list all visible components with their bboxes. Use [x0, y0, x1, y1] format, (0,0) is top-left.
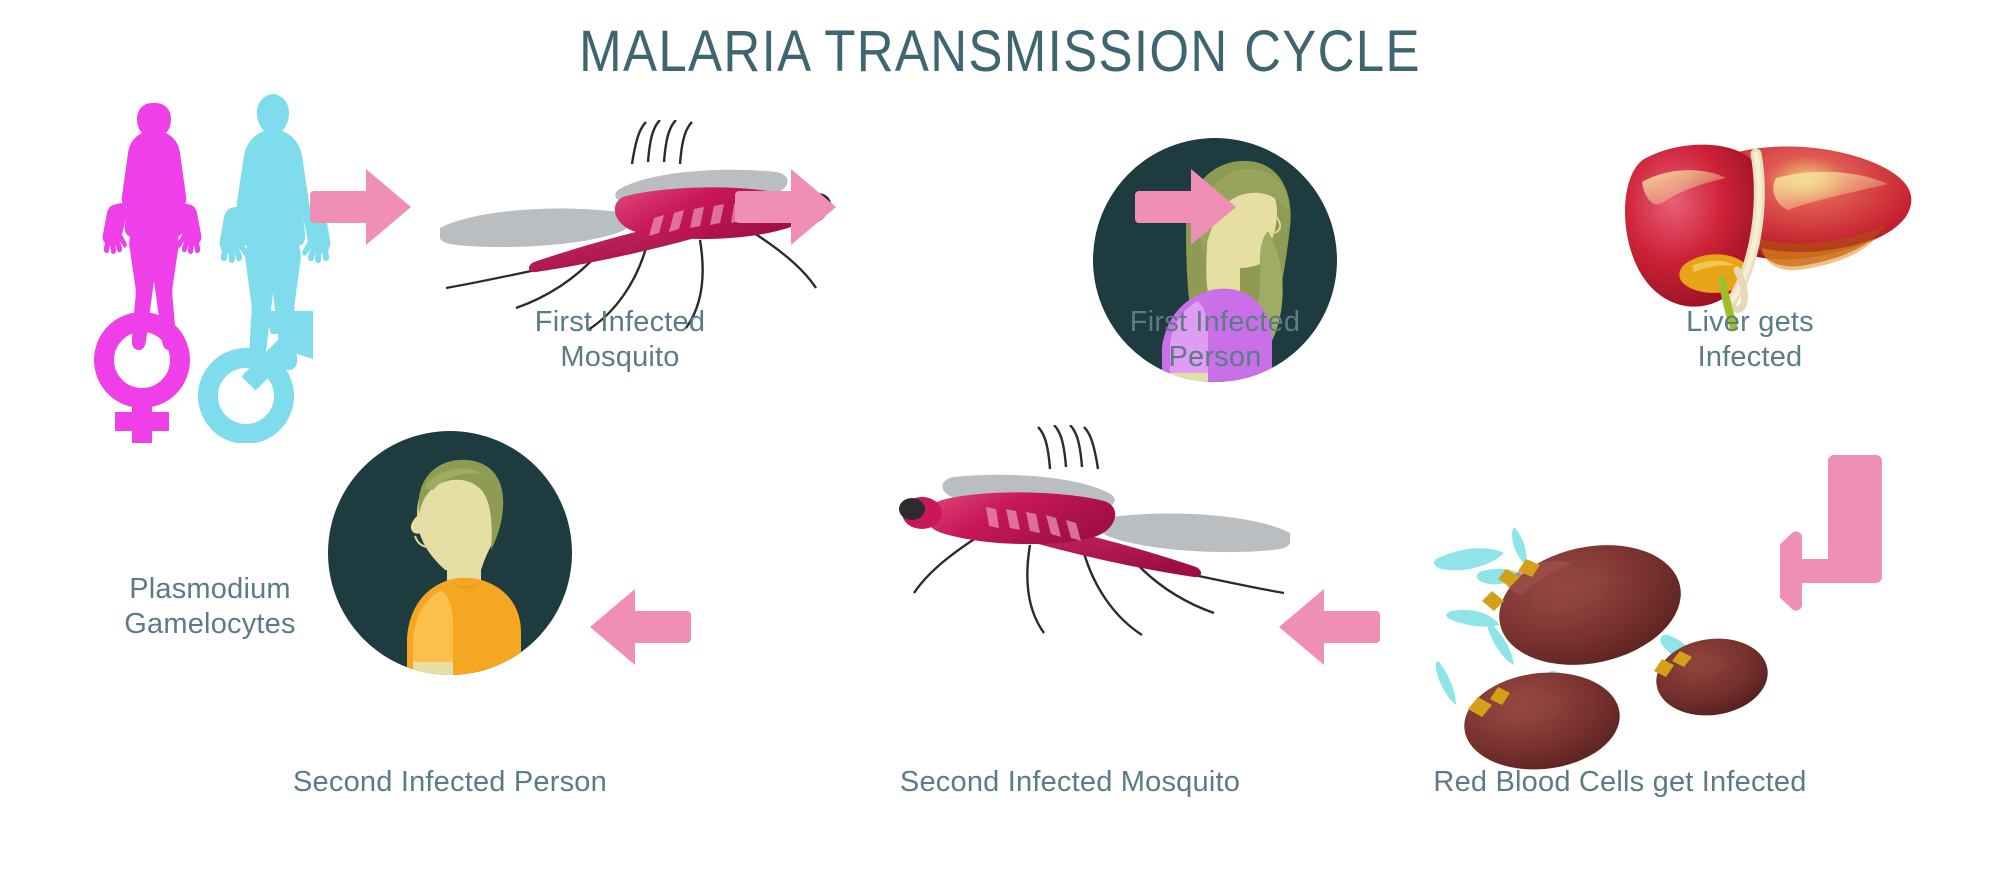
liver-right-lobe	[1721, 146, 1912, 260]
man-profile-avatar	[325, 428, 575, 678]
elbow-arrow-shape	[1754, 455, 1882, 611]
man-sleeve-highlight	[413, 590, 453, 664]
arrow-right-3	[1135, 165, 1240, 250]
caption-red-blood-cells-get-infected: Red Blood Cells get Infected	[1433, 766, 1807, 798]
mosquito-icon-second	[870, 424, 1292, 645]
page-title: MALARIA TRANSMISSION CYCLE	[579, 19, 1421, 84]
arrow-right-1	[310, 165, 415, 250]
red-blood-cell-1	[1482, 545, 1681, 665]
liver-icon	[1580, 120, 1920, 332]
liver-highlight-left	[1642, 170, 1726, 205]
mosquito-proboscis-2	[1193, 573, 1285, 595]
red-blood-cell-2	[1654, 638, 1768, 716]
woman-sleeve-highlight	[1170, 301, 1208, 375]
mosquito-proboscis	[445, 268, 537, 290]
liver-highlight-right	[1773, 171, 1888, 210]
cystic-duct	[1728, 266, 1748, 313]
man-face	[417, 467, 500, 570]
man-hair-highlight	[425, 468, 483, 490]
male-symbol-icon	[198, 311, 313, 444]
arrow-left-6	[586, 585, 691, 670]
rupture-spots-1	[1482, 559, 1540, 611]
arrow-down-then-left-4	[1754, 455, 1960, 635]
mosquito-stripes-2	[986, 507, 1081, 541]
caption-first-infected-mosquito: First Infected Mosquito	[534, 306, 706, 374]
caption-second-infected-person: Second Infected Person	[293, 766, 607, 798]
caption-liver-gets-infected: Liver gets Infected	[1686, 306, 1814, 374]
hepatic-vessel	[1718, 276, 1738, 332]
mosquito-thorax-2	[925, 492, 1116, 545]
red-blood-cell-3	[1464, 672, 1620, 770]
woman-hair-strand	[1242, 231, 1283, 355]
man-arm	[413, 662, 453, 675]
arrow-left-5	[1275, 585, 1380, 670]
woman-hair-front	[1199, 168, 1289, 255]
gender-symbols-group	[86, 308, 336, 444]
caption-plasmodium-gamelocytes: Plasmodium Gamelocytes	[124, 573, 296, 641]
female-silhouette-icon	[102, 103, 202, 350]
red-blood-cells-icon	[1430, 525, 1800, 775]
human-silhouettes-gender-symbols	[95, 82, 365, 402]
rupture-spots-3	[1468, 687, 1510, 717]
female-symbol-icon	[94, 312, 190, 443]
mosquito-eye-2	[899, 498, 925, 520]
rupture-spots-2	[1654, 651, 1692, 677]
caption-first-infected-person: First Infected Person	[1129, 306, 1301, 374]
caption-second-infected-mosquito: Second Infected Mosquito	[899, 766, 1241, 798]
arrow-right-2	[735, 165, 840, 250]
